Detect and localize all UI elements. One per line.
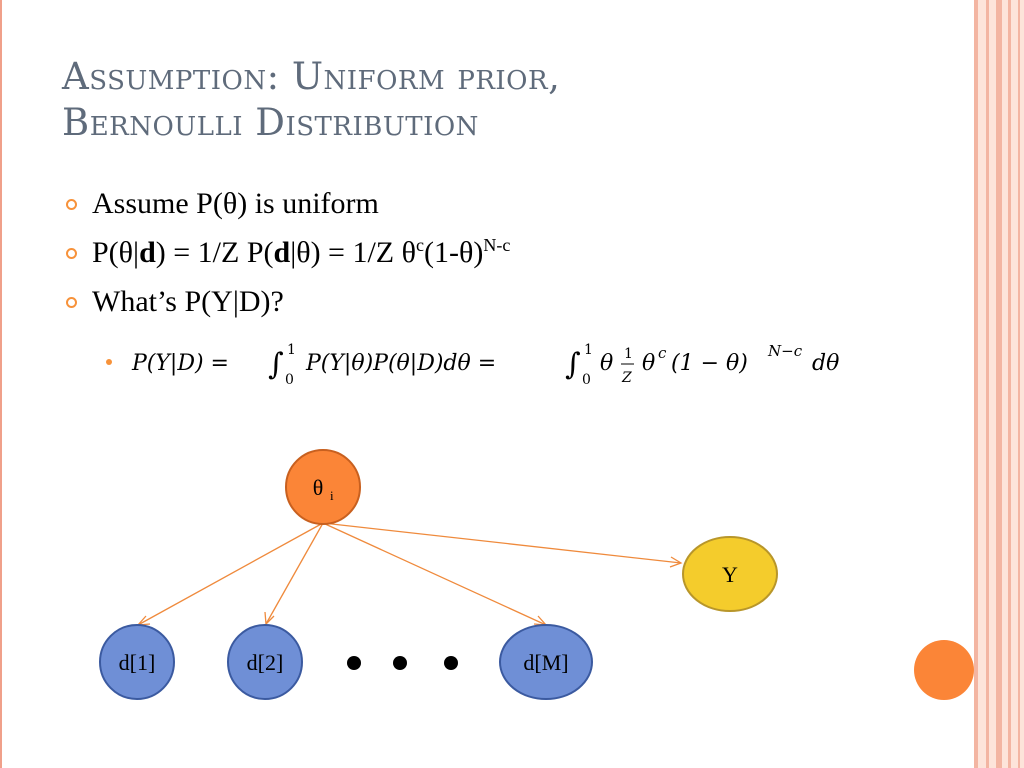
left-border [0, 0, 2, 768]
formula-paren: (1 − θ) [671, 351, 748, 376]
arrowhead-icon [264, 611, 275, 626]
arrowhead-icon [136, 615, 151, 626]
formula-exp-c: c [658, 344, 667, 362]
bullet-question: What’s P(Y|D)? [62, 284, 942, 320]
edge-theta-dm [322, 522, 547, 626]
title-line-1: Assumption: Uniform prior, [62, 55, 561, 98]
node-d2: d[2] [227, 624, 303, 700]
bullet-text: What’s P(Y|D)? [92, 285, 284, 318]
diagram-edges [136, 522, 683, 626]
d2-label: d[2] [247, 650, 284, 675]
sub-bullet-dot-icon [106, 359, 112, 365]
stripe [1008, 0, 1011, 768]
integral-lower-2: 0 [582, 372, 591, 388]
theta-subscript: i [330, 488, 334, 503]
bullet-list: Assume P(θ) is uniform P(θ|d) = 1/Z P(d|… [62, 186, 942, 333]
posterior-part: d [139, 236, 156, 269]
title-line-2: Bernoulli Distribution [62, 101, 479, 144]
fraction-denominator: Z [621, 370, 632, 386]
posterior-exp: c [416, 235, 425, 256]
integral-sign-2: ∫ [565, 347, 581, 382]
posterior-part: (1-θ) [424, 236, 484, 269]
integral-lower-1: 0 [285, 372, 294, 388]
stripe [974, 0, 978, 768]
bullet-marker-icon [66, 297, 77, 308]
fraction-numerator: 1 [624, 346, 633, 362]
ellipsis-dots [347, 656, 458, 670]
formula-exp-nc: N−c [767, 342, 803, 360]
posterior-part: P(θ| [92, 236, 140, 269]
formula-end: dθ [812, 351, 839, 376]
bullet-text: Assume P(θ) is uniform [92, 187, 379, 220]
integral-upper-1: 1 [287, 342, 296, 358]
bullet-posterior: P(θ|d) = 1/Z P(d|θ) = 1/Z θc(1-θ)N-c [62, 235, 942, 271]
arrowhead-icon [669, 556, 683, 568]
ellipsis-dot [393, 656, 407, 670]
decorative-circle [914, 640, 974, 700]
formula: P(Y|D) = ∫ 1 0 P(Y|θ)P(θ|D)dθ = ∫ 1 0 θ … [131, 342, 839, 388]
theta-label: θ [313, 475, 324, 500]
formula-theta: θ [600, 351, 613, 376]
formula-theta-c: θ [642, 351, 655, 376]
edge-theta-d2 [265, 522, 324, 625]
node-dm: d[M] [499, 624, 593, 700]
stripe [1018, 0, 1020, 768]
integral-sign-1: ∫ [268, 347, 284, 382]
node-y: Y [682, 536, 778, 612]
posterior-exp: N-c [483, 235, 511, 256]
decorative-stripes [974, 0, 1024, 768]
ellipsis-dot [347, 656, 361, 670]
dm-label: d[M] [523, 650, 568, 675]
posterior-part: ) = 1/Z P( [155, 236, 274, 269]
integral-upper-2: 1 [584, 342, 593, 358]
posterior-part: d [273, 236, 291, 269]
posterior-part: |θ) = 1/Z θ [290, 236, 417, 269]
bullet-marker-icon [66, 248, 77, 259]
bullet-uniform: Assume P(θ) is uniform [62, 186, 942, 222]
y-label: Y [722, 562, 738, 587]
edge-theta-d1 [137, 522, 324, 626]
node-d1: d[1] [99, 624, 175, 700]
formula-lhs: P(Y|D) = [131, 351, 229, 376]
edge-theta-y [322, 522, 682, 564]
d1-label: d[1] [119, 650, 156, 675]
formula-mid: P(Y|θ)P(θ|D)dθ = [305, 351, 496, 376]
node-theta: θ i [285, 449, 361, 525]
slide-title: Assumption: Uniform prior, Bernoulli Dis… [62, 54, 922, 146]
stripe [986, 0, 989, 768]
stripe [996, 0, 1002, 768]
ellipsis-dot [444, 656, 458, 670]
bullet-marker-icon [66, 199, 77, 210]
